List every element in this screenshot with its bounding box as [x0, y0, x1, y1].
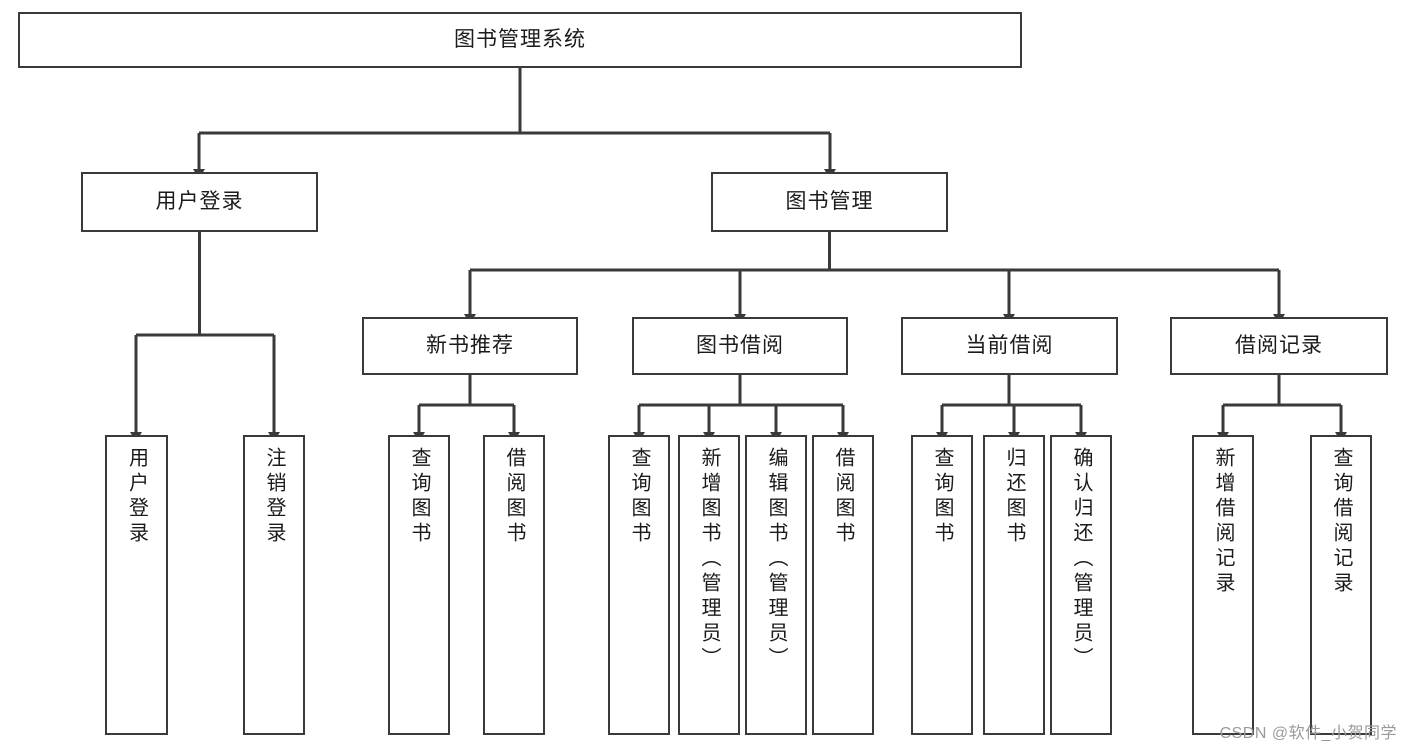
node-leaf-add-book[interactable]: 新增图书（管理员）: [678, 435, 740, 735]
node-label: 当前借阅: [965, 334, 1054, 358]
node-new-book-recommend[interactable]: 新书推荐: [362, 317, 578, 375]
node-label: 图书管理系统: [454, 28, 586, 52]
node-leaf-add-borrow-record[interactable]: 新增借阅记录: [1192, 435, 1254, 735]
node-leaf-borrow-book-1[interactable]: 借阅图书: [483, 435, 545, 735]
node-label: 用户登录: [155, 190, 244, 214]
node-user-login[interactable]: 用户登录: [81, 172, 318, 232]
node-leaf-borrow-book-2[interactable]: 借阅图书: [812, 435, 874, 735]
node-label: 新书推荐: [426, 334, 514, 358]
node-label: 查询图书: [931, 447, 953, 547]
node-label: 查询图书: [628, 447, 650, 547]
node-label: 图书管理: [785, 190, 874, 214]
node-current-borrow[interactable]: 当前借阅: [901, 317, 1118, 375]
node-leaf-query-book-2[interactable]: 查询图书: [608, 435, 670, 735]
node-leaf-return-book[interactable]: 归还图书: [983, 435, 1045, 735]
node-label: 查询借阅记录: [1330, 447, 1352, 597]
node-label: 用户登录: [125, 447, 148, 547]
node-label: 借阅图书: [832, 447, 854, 547]
node-label: 新增图书（管理员）: [698, 447, 720, 672]
node-borrow-record[interactable]: 借阅记录: [1170, 317, 1388, 375]
watermark-csdn: CSDN @软件_小贺同学: [1219, 725, 1397, 742]
node-label: 编辑图书（管理员）: [765, 447, 787, 672]
node-label: 借阅记录: [1235, 334, 1323, 358]
node-leaf-query-book-1[interactable]: 查询图书: [388, 435, 450, 735]
node-label: 查询图书: [408, 447, 430, 547]
node-label: 归还图书: [1003, 447, 1025, 547]
node-label: 图书借阅: [696, 334, 784, 358]
node-label: 新增借阅记录: [1212, 447, 1234, 597]
node-label: 注销登录: [263, 447, 285, 547]
node-label: 借阅图书: [503, 447, 525, 547]
node-leaf-query-book-3[interactable]: 查询图书: [911, 435, 973, 735]
node-leaf-user-logout[interactable]: 注销登录: [243, 435, 305, 735]
node-leaf-edit-book[interactable]: 编辑图书（管理员）: [745, 435, 807, 735]
node-label: 确认归还（管理员）: [1070, 447, 1092, 672]
node-leaf-query-borrow-record[interactable]: 查询借阅记录: [1310, 435, 1372, 735]
node-leaf-user-login[interactable]: 用户登录: [105, 435, 168, 735]
node-root-book-management-system[interactable]: 图书管理系统: [18, 12, 1022, 68]
node-book-manage[interactable]: 图书管理: [711, 172, 948, 232]
node-book-borrow[interactable]: 图书借阅: [632, 317, 848, 375]
node-leaf-confirm-return[interactable]: 确认归还（管理员）: [1050, 435, 1112, 735]
